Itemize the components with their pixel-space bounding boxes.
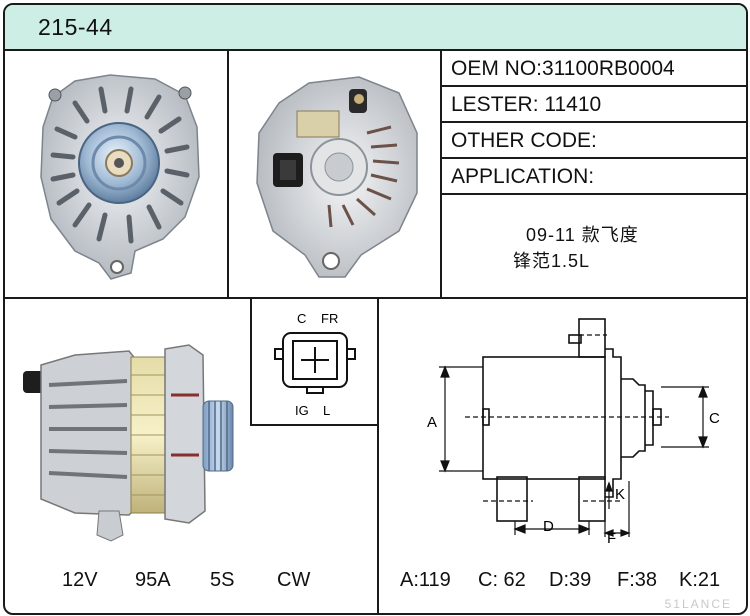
dim-value-c: C: 62 [478, 569, 526, 591]
product-sheet: 215-44 OEM NO:31100RB0004 LESTER: 11410 … [3, 3, 748, 615]
divider [377, 297, 379, 613]
divider [250, 424, 379, 426]
other-code-label: OTHER CODE: [451, 129, 597, 152]
alternator-front-photo [40, 74, 200, 280]
lester-number: LESTER: 11410 [451, 93, 602, 116]
dim-label-k: K [615, 486, 625, 503]
dim-label-d: D [543, 518, 554, 535]
pin-label-fr: FR [321, 311, 338, 326]
oem-number: OEM NO:31100RB0004 [451, 57, 675, 80]
dimension-drawing: A C D F K [427, 318, 720, 547]
dim-label-a: A [427, 414, 437, 431]
dim-value-a: A:119 [400, 569, 451, 591]
spec-amperage: 95A [135, 569, 171, 591]
pin-label-l: L [323, 403, 330, 418]
dim-value-d: D:39 [549, 569, 592, 591]
dim-label-c: C [709, 410, 720, 427]
spec-rotation: CW [277, 569, 311, 591]
application-line: 09-11 款飞度 [526, 225, 639, 245]
divider [5, 297, 746, 299]
application-label: APPLICATION: [451, 165, 595, 188]
divider [440, 193, 746, 195]
dim-value-k: K:21 [679, 569, 721, 591]
connector-diagram: C FR IG L [274, 311, 356, 418]
dim-label-f: F [607, 530, 616, 547]
spec-voltage: 12V [62, 569, 98, 591]
header-bar: 215-44 [5, 5, 746, 51]
alternator-side-photo [23, 344, 234, 542]
spec-groove: 5S [210, 569, 235, 591]
divider [250, 297, 252, 426]
pin-label-c: C [297, 311, 306, 326]
divider [440, 121, 746, 123]
divider [227, 49, 229, 299]
alternator-rear-photo [256, 76, 418, 278]
dim-value-f: F:38 [617, 569, 658, 591]
pin-label-ig: IG [295, 403, 309, 418]
divider [440, 157, 746, 159]
application-line: 锋范1.5L [513, 251, 591, 271]
divider [440, 49, 442, 299]
divider [440, 85, 746, 87]
part-number-title: 215-44 [38, 14, 113, 40]
watermark: 51LANCE [664, 597, 732, 611]
